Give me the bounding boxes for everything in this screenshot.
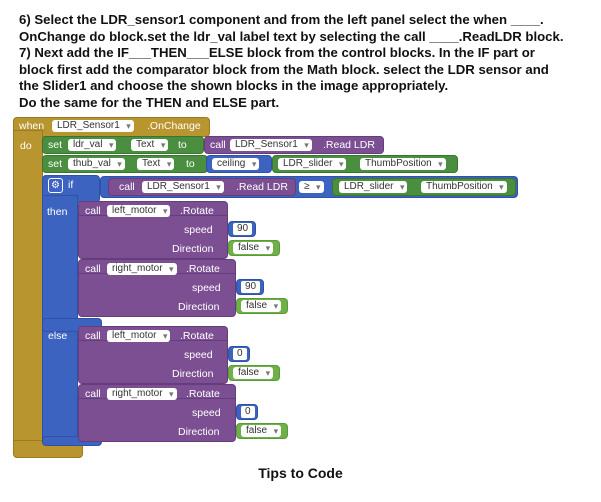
event-block-spine [13,130,43,452]
ldr-val-property-dropdown[interactable]: Text [131,139,169,151]
instruction-line: 7) Next add the IF___THEN___ELSE block f… [19,45,535,61]
speed-value[interactable]: 90 [241,281,261,293]
instruction-line: block first add the comparator block fro… [19,61,549,77]
else-keyword: else [48,330,68,342]
direction-label: Direction [172,243,214,255]
slider-property-dropdown[interactable]: ThumbPosition [421,181,507,193]
read-ldr-component-dropdown[interactable]: LDR_Sensor1 [142,181,224,193]
call-keyword: call [85,388,101,400]
set-keyword: set [48,139,63,151]
do-keyword: do [20,140,32,152]
to-keyword: to [186,158,195,170]
direction-label: Direction [172,368,214,380]
call-keyword: call [85,263,101,275]
instruction-line: 6) Select the LDR_sensor1 component and … [19,12,544,27]
speed-value[interactable]: 90 [233,223,253,235]
slider-component-dropdown[interactable]: LDR_slider [278,158,347,170]
event-component-dropdown[interactable]: LDR_Sensor1 [52,120,134,132]
motor-component-dropdown[interactable]: left_motor [107,205,171,217]
gear-icon[interactable]: ⚙ [48,178,63,193]
direction-dropdown[interactable]: false [233,242,274,254]
rotate-method: .Rotate [180,205,214,217]
slider-component-dropdown[interactable]: LDR_slider [339,181,408,193]
rotate-call-block-body [78,340,228,384]
instruction-line: Do the same for the THEN and ELSE part. [19,94,280,110]
direction-dropdown[interactable]: false [241,300,282,312]
rotate-method: .Rotate [180,330,214,342]
set-thub-val-block[interactable] [42,155,208,173]
motor-component-dropdown[interactable]: right_motor [107,388,177,400]
read-ldr-method: .Read LDR [323,139,375,151]
instruction-text: 6) Select the LDR_sensor1 component and … [19,12,589,112]
direction-dropdown[interactable]: false [241,425,282,437]
speed-label: speed [192,407,221,419]
instruction-line: the Slider1 and choose the shown blocks … [19,78,449,94]
slider-property-dropdown[interactable]: ThumbPosition [360,158,446,170]
motor-component-dropdown[interactable]: left_motor [107,330,171,342]
instruction-line: OnChange do block.set the ldr_val label … [19,28,564,44]
speed-label: speed [192,282,221,294]
thub-val-property-dropdown[interactable]: Text [137,158,175,170]
rotate-method: .Rotate [186,263,220,275]
motor-component-dropdown[interactable]: right_motor [107,263,177,275]
speed-label: speed [184,224,213,236]
caption: Tips to Code [258,465,343,481]
to-keyword: to [178,139,187,151]
direction-label: Direction [178,426,220,438]
rotate-call-block-body [78,215,228,259]
ldr-val-component-dropdown[interactable]: ldr_val [68,139,117,151]
event-name: .OnChange [147,120,201,132]
rotate-call-block-body [78,273,236,317]
speed-value[interactable]: 0 [241,406,255,418]
direction-dropdown[interactable]: false [233,367,274,379]
then-keyword: then [47,206,68,218]
direction-label: Direction [178,301,220,313]
thub-val-component-dropdown[interactable]: thub_val [68,158,125,170]
call-keyword: call [119,181,135,193]
call-keyword: call [210,139,226,151]
call-keyword: call [85,205,101,217]
rotate-method: .Rotate [186,388,220,400]
read-ldr-component-dropdown[interactable]: LDR_Sensor1 [230,139,312,151]
when-keyword: when [19,120,45,132]
set-keyword: set [48,158,63,170]
ceiling-function-dropdown[interactable]: ceiling [212,158,260,170]
if-keyword: if [68,179,74,191]
call-keyword: call [85,330,101,342]
speed-label: speed [184,349,213,361]
speed-value[interactable]: 0 [233,348,247,360]
read-ldr-method: .Read LDR [236,181,288,193]
operator-dropdown[interactable]: ≥ [299,181,324,193]
